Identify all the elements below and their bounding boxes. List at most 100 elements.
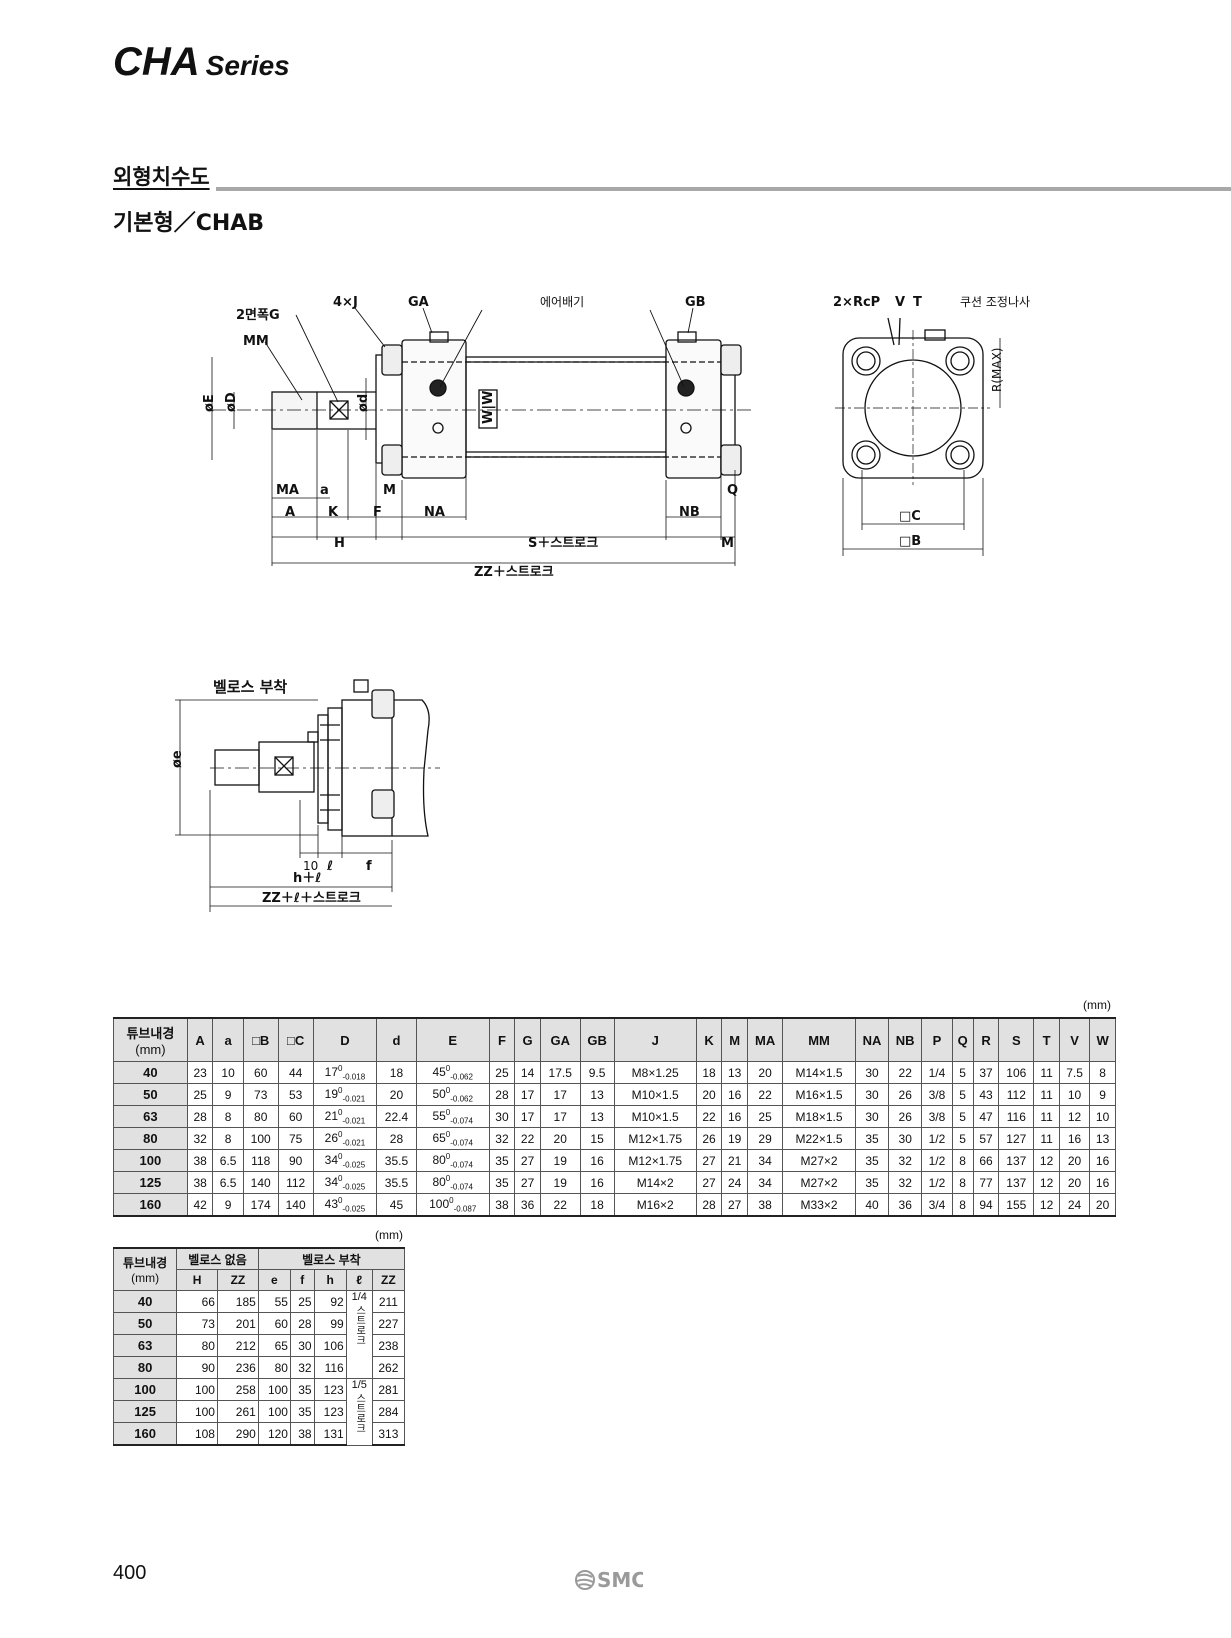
table1-cell-GB: 18: [579, 1193, 615, 1217]
table1-cell-B: 73: [242, 1083, 279, 1106]
th2-f: f: [289, 1269, 315, 1291]
table1-cell-V: 24: [1058, 1193, 1091, 1217]
table1-cell-K: 20: [695, 1083, 723, 1106]
table2-cell-h: 116: [313, 1356, 347, 1379]
table1-cell-d: 28: [376, 1127, 417, 1150]
table1-cell-W: 13: [1089, 1127, 1116, 1150]
table2-cell-e: 120: [257, 1422, 291, 1446]
table1-unit: (mm): [1083, 998, 1111, 1012]
table1-cell-P: 1/2: [921, 1149, 953, 1172]
table1-cell-J: M16×2: [613, 1193, 697, 1217]
table1-cell-F: 25: [488, 1061, 516, 1084]
table2-cell-ZZ-bellows: 281: [371, 1378, 406, 1401]
table2-cell-h: 106: [313, 1334, 347, 1357]
table1-cell-Q: 5: [951, 1061, 974, 1084]
table2-cell-h: 99: [313, 1312, 347, 1335]
table1-cell-D: 210-0.021: [312, 1105, 378, 1128]
table2-cell-ZZ: 290: [216, 1422, 259, 1446]
table1-cell-R: 47: [972, 1105, 1000, 1128]
dimension-table-bellows: 튜브내경(mm) 벨로스 없음 벨로스 부착 H ZZ e f h ℓ ZZ 4…: [112, 1247, 406, 1446]
table1-cell-G: 14: [514, 1061, 541, 1084]
table1-header-row: 튜브내경(mm) A a □B □C D d E F G GA GB J K M…: [113, 1017, 1116, 1062]
label-r-max: R(MAX): [990, 348, 1004, 392]
page-number: 400: [113, 1562, 147, 1584]
label-ten: 10: [303, 859, 318, 873]
table1-cell-S: 137: [998, 1149, 1035, 1172]
table1-cell-G: 36: [514, 1193, 541, 1217]
table1-cell-E: 550-0.074: [415, 1105, 490, 1128]
table1-cell-V: 10: [1058, 1083, 1091, 1106]
table1-cell-K: 27: [695, 1149, 723, 1172]
th-K: K: [695, 1017, 723, 1062]
table1-cell-NA: 40: [854, 1193, 890, 1217]
table1-cell-GA: 20: [539, 1127, 581, 1150]
table1-cell-C: 90: [277, 1149, 314, 1172]
table1-cell-NB: 32: [888, 1171, 923, 1194]
table1-cell-M: 24: [721, 1171, 748, 1194]
table1-cell-M: 27: [721, 1193, 748, 1217]
table1-bore-cell: 40: [113, 1061, 188, 1084]
table1-cell-W: 8: [1089, 1061, 1116, 1084]
table2-bore-cell: 160: [112, 1422, 178, 1446]
table1-cell-MM: M16×1.5: [782, 1083, 856, 1106]
table2-unit: (mm): [375, 1228, 403, 1242]
th-a: a: [212, 1017, 244, 1062]
brand-text: SMC: [597, 1568, 643, 1592]
table1-cell-K: 26: [695, 1127, 723, 1150]
table1-cell-G: 27: [514, 1149, 541, 1172]
table2-cell-f: 30: [289, 1334, 315, 1357]
table2-bore-header: 튜브내경(mm): [112, 1247, 178, 1291]
label-mm: MM: [243, 334, 269, 349]
table1-cell-M: 21: [721, 1149, 748, 1172]
table1-cell-Q: 5: [951, 1105, 974, 1128]
label-4j: 4×J: [333, 295, 358, 310]
th-d: d: [376, 1017, 417, 1062]
table1-cell-G: 27: [514, 1171, 541, 1194]
table1-cell-a: 8: [212, 1105, 244, 1128]
table1-cell-MM: M33×2: [782, 1193, 856, 1217]
table1-cell-a: 9: [212, 1193, 244, 1217]
table1-cell-d: 45: [376, 1193, 417, 1217]
table1-cell-R: 43: [972, 1083, 1000, 1106]
table1-cell-M: 16: [721, 1083, 748, 1106]
table1-cell-M: 19: [721, 1127, 748, 1150]
table2-cell-h: 92: [313, 1290, 347, 1313]
table1-cell-K: 18: [695, 1061, 723, 1084]
table1-cell-E: 800-0.074: [415, 1171, 490, 1194]
label-phi-d-small: ød: [356, 394, 371, 412]
table1-cell-S: 155: [998, 1193, 1035, 1217]
table1-cell-NA: 35: [854, 1127, 890, 1150]
table1-cell-C: 44: [277, 1061, 314, 1084]
table1-cell-K: 22: [695, 1105, 723, 1128]
label-a-small: a: [320, 483, 329, 498]
th2-ZZ: ZZ: [216, 1269, 259, 1291]
label-gb: GB: [685, 295, 706, 310]
table2-cell-H: 90: [176, 1356, 218, 1379]
table1-cell-B: 140: [242, 1171, 279, 1194]
label-m-1: M: [383, 483, 396, 498]
table1-cell-NA: 35: [854, 1149, 890, 1172]
table2-cell-ZZ: 261: [216, 1400, 259, 1423]
table1-cell-GB: 16: [579, 1149, 615, 1172]
table2-header-row: H ZZ e f h ℓ ZZ: [114, 1269, 406, 1291]
table1-cell-Q: 8: [951, 1171, 974, 1194]
table1-cell-F: 35: [488, 1149, 516, 1172]
label-phi-e: øE: [202, 394, 217, 412]
table1-cell-E: 800-0.074: [415, 1149, 490, 1172]
th-GB: GB: [579, 1017, 615, 1062]
th-B: □B: [242, 1017, 279, 1062]
th2-e: e: [257, 1269, 291, 1291]
label-f: F: [373, 505, 382, 520]
table1-cell-MM: M18×1.5: [782, 1105, 856, 1128]
table1-cell-G: 17: [514, 1083, 541, 1106]
th-NA: NA: [854, 1017, 890, 1062]
table1-cell-T: 12: [1033, 1193, 1060, 1217]
table1-cell-R: 37: [972, 1061, 1000, 1084]
label-zz-l-stroke: ZZ＋ℓ＋스트로크: [262, 891, 361, 906]
table1-cell-W: 16: [1089, 1171, 1116, 1194]
